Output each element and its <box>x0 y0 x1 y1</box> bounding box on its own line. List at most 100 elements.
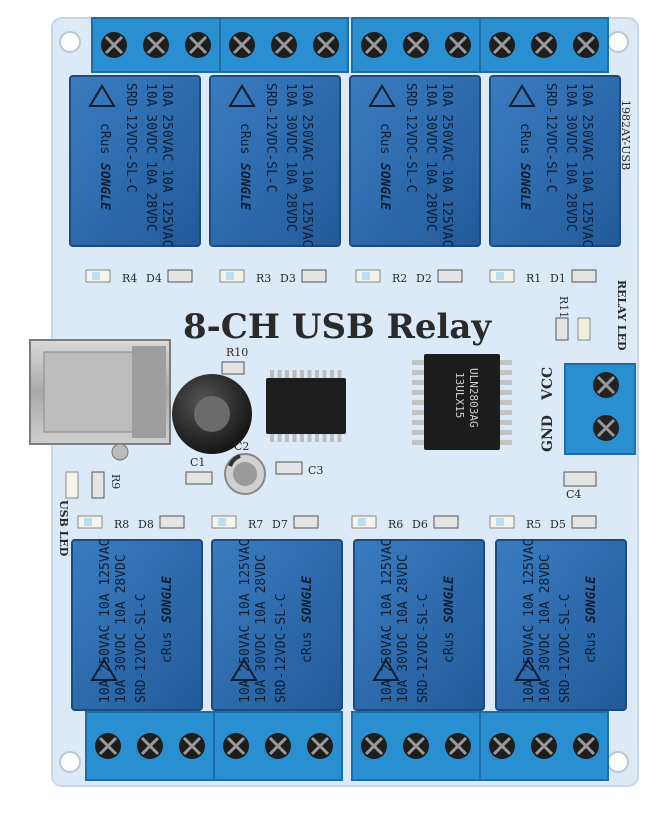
r11-label: R11 <box>557 296 570 318</box>
relay-rating-2: 10A 30VDC 10A 28VDC <box>143 83 158 232</box>
top-terminal-blocks <box>91 17 609 73</box>
relay-rating-1: 10A 250VAC 10A 125VAC <box>579 83 594 247</box>
relay-rating-1: 10A 250VAC 10A 125VAC <box>439 83 454 247</box>
screw-terminal <box>361 733 387 759</box>
led-label: D4 <box>146 272 162 285</box>
chip-code: 13ULX15 <box>453 372 466 418</box>
relay-rating-1: 10A 250VAC 10A 125VAC <box>299 83 314 247</box>
relay-rating-2: 10A 30VDC 10A 28VDC <box>396 554 411 703</box>
relay-brand: SONGLE <box>160 576 175 623</box>
smd-pair: R7 D7 <box>211 515 319 531</box>
gnd-label: GND <box>540 415 556 452</box>
screw-terminal <box>185 32 211 58</box>
relay-rating-2: 10A 30VDC 10A 28VDC <box>254 554 269 703</box>
screw-terminal <box>489 32 515 58</box>
terminal-block <box>219 17 349 73</box>
relay-model: SRD-12VDC-SL-C <box>416 593 431 703</box>
smd-pair: R1 D1 <box>489 269 597 285</box>
relay-mark: cRus <box>300 632 315 663</box>
screw-terminal <box>101 32 127 58</box>
relay-brand: SONGLE <box>584 576 599 623</box>
led-label: D5 <box>550 518 566 531</box>
screw-terminal <box>531 32 557 58</box>
screw-terminal <box>137 733 163 759</box>
terminal-block <box>213 711 343 781</box>
relay-brand: SONGLE <box>97 163 112 210</box>
led-label: D1 <box>550 272 566 285</box>
led-label: D2 <box>416 272 432 285</box>
power-terminal <box>564 363 636 455</box>
screw-terminal <box>313 32 339 58</box>
screw-terminal <box>445 32 471 58</box>
relay-logo <box>514 658 542 681</box>
screw-terminal <box>265 733 291 759</box>
screw-terminal <box>489 733 515 759</box>
c2-label: C2 <box>234 440 249 453</box>
vcc-label: VCC <box>540 367 556 401</box>
part-number: 1982AY-USB <box>619 100 632 170</box>
resistor-label: R2 <box>392 272 407 285</box>
led-label: D8 <box>138 518 154 531</box>
relay-rating-1: 10A 250VAC 10A 125VAC <box>380 539 395 703</box>
relay-logo <box>88 84 116 107</box>
relay-mark: cRus <box>517 123 532 154</box>
relay-rating-2: 10A 30VDC 10A 28VDC <box>563 83 578 232</box>
usb-led-label: USB LED <box>57 500 70 557</box>
relay-logo <box>372 658 400 681</box>
resistor-label: R7 <box>248 518 263 531</box>
screw-terminal <box>531 733 557 759</box>
screw-terminal <box>403 32 429 58</box>
relay-led-label: RELAY LED <box>615 280 628 351</box>
c1-label: C1 <box>190 456 205 469</box>
relay-rating-1: 10A 250VAC 10A 125VAC <box>98 539 113 703</box>
relay-brand: SONGLE <box>300 576 315 623</box>
misc-components: R10 R11 R9 C1 C2 C3 C4 <box>65 296 597 501</box>
relay-mark: cRus <box>442 632 457 663</box>
relay-brand: SONGLE <box>517 163 532 210</box>
uln2803-chip: 13ULX15 ULN2803AG <box>412 354 512 450</box>
relay-model: SRD-12VDC-SL-C <box>134 593 149 703</box>
relay-logo <box>90 658 118 681</box>
chip-model: ULN2803AG <box>467 368 480 428</box>
relay-mark: cRus <box>97 123 112 154</box>
r10-label: R10 <box>226 346 248 359</box>
screw-terminal <box>573 733 599 759</box>
bottom-terminal-blocks <box>85 711 609 781</box>
relay-model: SRD-12VDC-SL-C <box>543 83 558 193</box>
terminal-block <box>85 711 215 781</box>
resistor-label: R6 <box>388 518 403 531</box>
relay-brand: SONGLE <box>377 163 392 210</box>
c3-label: C3 <box>308 464 323 477</box>
screw-terminal <box>307 733 333 759</box>
relay-logo <box>228 84 256 107</box>
board-title: 8-CH USB Relay <box>183 307 492 347</box>
relay-model: SRD-12VDC-SL-C <box>123 83 138 193</box>
led-label: D7 <box>272 518 288 531</box>
electrolytic-capacitor <box>224 453 266 495</box>
relay-rating-1: 10A 250VAC 10A 125VAC <box>238 539 253 703</box>
resistor-label: R4 <box>122 272 137 285</box>
screw-terminal <box>143 32 169 58</box>
relay-rating-2: 10A 30VDC 10A 28VDC <box>538 554 553 703</box>
terminal-block <box>351 711 481 781</box>
resistor-label: R8 <box>114 518 129 531</box>
relay-rating-2: 10A 30VDC 10A 28VDC <box>283 83 298 232</box>
relay-mark: cRus <box>377 123 392 154</box>
screw-terminal <box>95 733 121 759</box>
screw-terminal <box>403 733 429 759</box>
relay-mark: cRus <box>584 632 599 663</box>
resistor-label: R1 <box>526 272 541 285</box>
relay-model: SRD-12VDC-SL-C <box>558 593 573 703</box>
